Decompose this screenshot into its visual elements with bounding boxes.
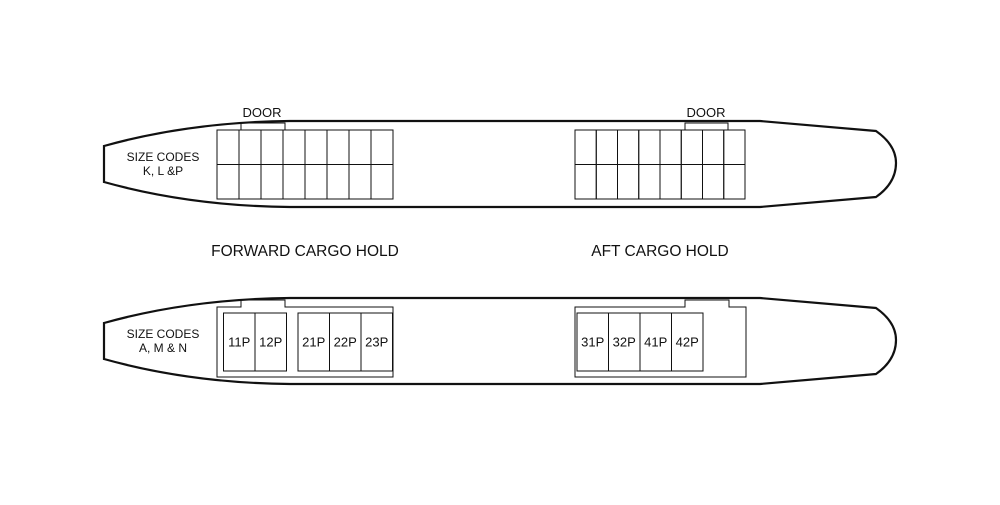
top-forward-container-cell xyxy=(260,164,284,200)
bottom-size-codes-line-2: A, M & N xyxy=(139,341,187,355)
top-forward-container-cell xyxy=(326,129,350,165)
top-aft-door-frame xyxy=(684,122,729,130)
top-aft-container-cell xyxy=(638,164,661,200)
top-aft-door-label: DOOR xyxy=(687,105,726,120)
top-aft-container-cell xyxy=(680,164,703,200)
top-forward-container-cell xyxy=(282,164,306,200)
forward-cargo-hold-label: FORWARD CARGO HOLD xyxy=(211,243,399,260)
top-aft-container-cell xyxy=(574,129,597,165)
pallet-position-label: 21P xyxy=(302,334,325,349)
top-aft-container-cell xyxy=(617,164,640,200)
top-forward-door-frame xyxy=(240,122,286,130)
pallet-position-label: 31P xyxy=(581,334,604,349)
top-forward-container-cell xyxy=(348,164,372,200)
pallet-position-41p: 41P xyxy=(639,312,672,372)
pallet-position-box xyxy=(671,312,704,372)
pallet-position-11p: 11P xyxy=(223,312,256,372)
top-aft-container-cell xyxy=(617,129,640,165)
pallet-position-box xyxy=(254,312,287,372)
top-aft-door: DOOR xyxy=(684,105,729,130)
bottom-aft-hold-outline xyxy=(574,299,747,378)
top-aft-container-cell xyxy=(595,129,618,165)
top-forward-container-cell xyxy=(260,129,284,165)
top-forward-container-cell xyxy=(370,129,394,165)
bottom-deck: SIZE CODES A, M & N 11P 12P 21P 22P 23P 31P 32… xyxy=(102,296,898,386)
pallet-position-label: 41P xyxy=(644,334,667,349)
top-aft-container-cell xyxy=(659,164,682,200)
top-forward-container-cell xyxy=(304,164,328,200)
pallet-position-31p: 31P xyxy=(576,312,609,372)
top-forward-container-cell xyxy=(370,164,394,200)
top-aft-container-cell xyxy=(595,164,618,200)
top-size-codes: SIZE CODES K, L &P xyxy=(127,150,200,178)
pallet-position-label: 22P xyxy=(334,334,357,349)
pallet-position-21p: 21P xyxy=(297,312,330,372)
pallet-position-23p: 23P xyxy=(360,312,393,372)
top-forward-container-cell xyxy=(238,129,262,165)
top-forward-container-cell xyxy=(282,129,306,165)
pallet-position-12p: 12P xyxy=(254,312,287,372)
top-aft-container-cell xyxy=(702,129,725,165)
top-forward-container-cell xyxy=(216,129,240,165)
top-size-codes-line-1: SIZE CODES xyxy=(127,150,200,164)
pallet-position-22p: 22P xyxy=(329,312,362,372)
pallet-position-label: 12P xyxy=(259,334,282,349)
top-aft-container-grid xyxy=(574,129,746,200)
top-fuselage-outline xyxy=(102,119,898,209)
bottom-fuselage-outline xyxy=(102,296,898,386)
top-forward-container-cell xyxy=(216,164,240,200)
top-aft-container-cell xyxy=(638,129,661,165)
pallet-position-32p: 32P xyxy=(608,312,641,372)
pallet-position-label: 32P xyxy=(613,334,636,349)
top-forward-container-cell xyxy=(238,164,262,200)
pallet-position-box xyxy=(360,312,393,372)
top-aft-container-cell xyxy=(702,164,725,200)
pallet-position-42p: 42P xyxy=(671,312,704,372)
bottom-size-codes-line-1: SIZE CODES xyxy=(127,327,200,341)
bottom-pallet-positions: 11P 12P 21P 22P 23P 31P 32P 41P 42P xyxy=(223,312,704,372)
bottom-forward-hold-outline xyxy=(216,299,394,378)
top-aft-container-cell xyxy=(659,129,682,165)
top-deck: SIZE CODES K, L &P DOOR DOOR xyxy=(102,105,898,209)
top-forward-door-label: DOOR xyxy=(243,105,282,120)
top-forward-container-cell xyxy=(326,164,350,200)
pallet-position-label: 42P xyxy=(676,334,699,349)
top-aft-container-cell xyxy=(574,164,597,200)
pallet-position-label: 11P xyxy=(228,334,250,349)
pallet-position-label: 23P xyxy=(365,334,388,349)
bottom-size-codes: SIZE CODES A, M & N xyxy=(127,327,200,355)
top-forward-container-cell xyxy=(304,129,328,165)
top-aft-container-cell xyxy=(680,129,703,165)
top-aft-container-cell xyxy=(723,129,746,165)
top-aft-container-cell xyxy=(723,164,746,200)
aft-cargo-hold-label: AFT CARGO HOLD xyxy=(591,243,729,260)
top-forward-container-cell xyxy=(348,129,372,165)
top-size-codes-line-2: K, L &P xyxy=(143,164,183,178)
top-forward-door: DOOR xyxy=(240,105,286,130)
top-forward-container-grid xyxy=(216,129,394,200)
